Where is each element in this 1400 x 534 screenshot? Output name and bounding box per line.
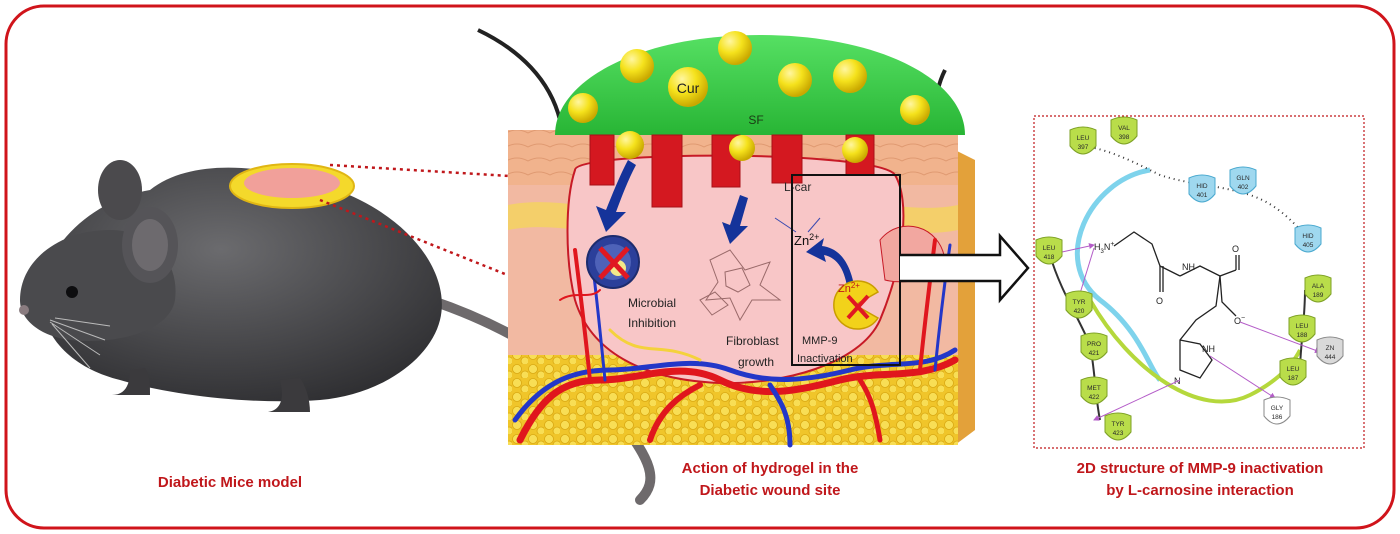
mouse-front-leg <box>112 368 150 395</box>
sf-label: SF <box>748 113 763 127</box>
residue-met422: MET 422 <box>1080 376 1108 405</box>
caption-mice: Diabetic Mice model <box>157 474 303 491</box>
residue-gly186: GLY 186 <box>1263 396 1291 425</box>
skin-side-face <box>955 150 975 445</box>
residue-tyr423: TYR 423 <box>1104 412 1132 441</box>
residue-ala189: ALA 189 <box>1304 274 1332 303</box>
caption-hydrogel-line1: Action of hydrogel in the <box>681 460 859 477</box>
residue-met422-name: MET <box>1087 385 1101 392</box>
release-arrow-middle <box>722 195 748 244</box>
residue-pro421: PRO 421 <box>1080 332 1108 361</box>
residue-leu188: LEU 188 <box>1288 314 1316 343</box>
residue-tyr420-name: TYR <box>1073 299 1086 306</box>
residue-pro421-number: 421 <box>1089 350 1100 357</box>
residue-leu187-number: 187 <box>1288 375 1299 382</box>
residue-hid405-number: 405 <box>1303 242 1314 249</box>
mouse-illustration <box>19 160 656 505</box>
hydrogel-dome <box>555 35 965 135</box>
residue-zn444-name: ZN <box>1326 345 1335 352</box>
residue-gln402: GLN 402 <box>1229 166 1257 195</box>
residue-hid405-name: HID <box>1302 233 1314 240</box>
fibro-line2: growth <box>738 355 774 369</box>
residue-leu397: LEU 397 <box>1069 126 1097 155</box>
interaction-panel: H3N+ O NH O O− NH N LEU397VAL398HID401GL… <box>1033 115 1365 449</box>
microbe-icon <box>586 235 640 289</box>
residue-tyr420-number: 420 <box>1074 308 1085 315</box>
mmp-line2: Inactivation <box>797 353 853 365</box>
residue-leu188-name: LEU <box>1296 323 1309 330</box>
residue-gln402-number: 402 <box>1238 184 1249 191</box>
lcar-bond-2 <box>807 217 821 233</box>
residue-zn444-number: 444 <box>1325 354 1336 361</box>
residue-leu418-number: 418 <box>1044 254 1055 261</box>
residue-ala189-name: ALA <box>1312 283 1325 290</box>
zoom-arrow <box>900 232 1030 304</box>
microbial-line2: Inhibition <box>628 316 676 330</box>
fibroblast-cells <box>699 249 782 322</box>
backbone-top <box>1079 144 1311 241</box>
hydrogel-pillars <box>589 134 875 208</box>
caption-mmp9: 2D structure of MMP-9 inactivation by L-… <box>1040 458 1360 502</box>
caption-hydrogel-line2: Diabetic wound site <box>699 482 841 499</box>
mol-h3n: H3N+ <box>1094 241 1114 255</box>
residue-leu397-name: LEU <box>1077 135 1090 142</box>
zn-free-label: Zn2+ <box>794 232 819 248</box>
pocket-curve-blue <box>1074 167 1162 382</box>
mouse-whiskers <box>49 317 111 369</box>
residue-tyr420: TYR 420 <box>1065 290 1093 319</box>
skin-block: Cur SF L-car Microbial Inhibition Fibrob… <box>477 28 975 448</box>
mol-o3: O− <box>1234 315 1245 326</box>
mouse-eye <box>66 286 78 298</box>
mouse-ear-back <box>98 160 142 220</box>
wound-patch <box>244 168 340 198</box>
residue-leu397-number: 397 <box>1078 144 1089 151</box>
residue-hid401-name: HID <box>1196 183 1208 190</box>
caption-mmp9-line2: by L-carnosine interaction <box>1106 482 1294 499</box>
fibro-line1: Fibroblast <box>726 334 779 348</box>
mol-nh2: NH <box>1202 344 1215 354</box>
curcumin-beads <box>568 31 930 163</box>
residue-leu418: LEU 418 <box>1035 236 1063 265</box>
lcar-label: L-car <box>784 180 811 194</box>
mmp9-icon <box>833 280 880 330</box>
mouse-hind-leg <box>268 378 310 412</box>
residue-tyr423-name: TYR <box>1112 421 1125 428</box>
mol-nh1: NH <box>1182 262 1195 272</box>
residue-leu188-number: 188 <box>1297 332 1308 339</box>
residue-hid401-number: 401 <box>1197 192 1208 199</box>
residue-met422-number: 422 <box>1089 394 1100 401</box>
residue-leu187-name: LEU <box>1287 366 1300 373</box>
carnosine-molecule <box>1113 231 1240 379</box>
residue-val398-name: VAL <box>1118 125 1130 132</box>
residue-leu418-name: LEU <box>1043 245 1056 252</box>
residue-ala189-number: 189 <box>1313 292 1324 299</box>
residue-gly186-number: 186 <box>1272 414 1283 421</box>
zn-bound-label: Zn2+ <box>838 281 860 295</box>
residue-val398: VAL 398 <box>1110 116 1138 145</box>
residue-leu187: LEU 187 <box>1279 357 1307 386</box>
residue-gly186-name: GLY <box>1271 405 1284 412</box>
caption-mmp9-line1: 2D structure of MMP-9 inactivation <box>1076 460 1324 477</box>
residue-val398-number: 398 <box>1119 134 1130 141</box>
residue-gln402-name: GLN <box>1236 175 1250 182</box>
cur-label: Cur <box>677 80 700 96</box>
mouse-nose <box>19 305 29 315</box>
residue-tyr423-number: 423 <box>1113 430 1124 437</box>
residue-hid401: HID 401 <box>1188 174 1216 203</box>
residue-hid405: HID 405 <box>1294 224 1322 253</box>
microbial-line1: Microbial <box>628 296 676 310</box>
residue-zn444: ZN 444 <box>1316 336 1344 365</box>
mol-o1: O <box>1156 296 1163 306</box>
zn-capture-arrow <box>806 238 855 292</box>
mmp-line1: MMP-9 <box>802 335 837 347</box>
mol-o2: O <box>1232 244 1239 254</box>
caption-hydrogel: Action of hydrogel in the Diabetic wound… <box>640 458 900 502</box>
release-arrow-left <box>596 160 636 232</box>
hair-left <box>477 28 562 121</box>
mouse-ear-inner <box>132 219 168 271</box>
residues: LEU397VAL398HID401GLN402HID405LEU418TYR4… <box>1035 116 1344 441</box>
residue-pro421-name: PRO <box>1087 341 1101 348</box>
